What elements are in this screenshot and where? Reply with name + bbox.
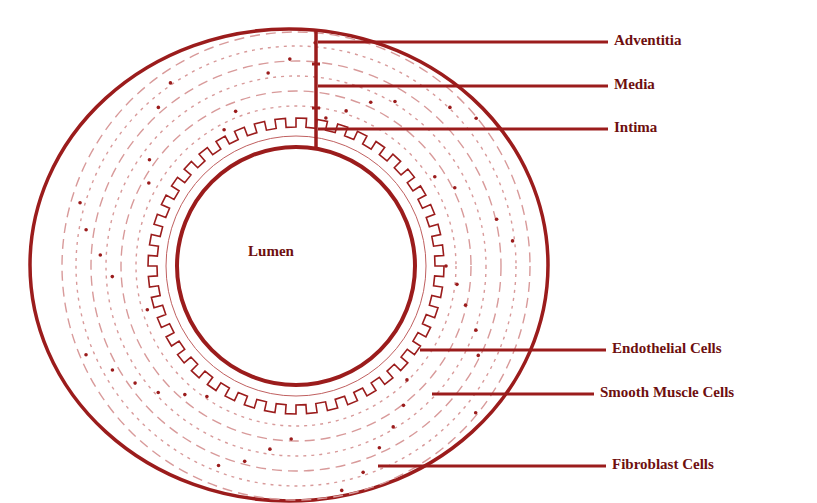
cell-dot — [289, 437, 293, 441]
elastic-lamina — [148, 118, 444, 414]
cell-dot — [268, 447, 272, 451]
leader-line — [318, 128, 608, 131]
cell-dot — [146, 308, 150, 312]
cell-dot — [243, 460, 247, 464]
cell-dot — [133, 381, 137, 385]
part-label: Intima — [612, 118, 659, 136]
leader-line — [378, 465, 606, 468]
cell-dot — [288, 57, 292, 61]
cell-dot — [455, 283, 459, 287]
media-ring — [91, 61, 501, 471]
cell-dot — [393, 100, 397, 104]
bracket-tick — [312, 63, 320, 66]
cell-dot — [324, 116, 328, 120]
layer-bracket — [314, 30, 318, 148]
cell-dot — [266, 71, 270, 75]
cell-dot — [511, 239, 515, 243]
cell-dot — [453, 186, 457, 190]
cell-dot — [169, 81, 173, 85]
lumen-circle: Lumen — [175, 145, 417, 387]
part-label: Endothelial Cells — [610, 339, 724, 357]
cell-dot — [157, 106, 161, 110]
cell-dot — [402, 404, 406, 408]
cell-dot — [234, 110, 238, 114]
leader-line — [318, 85, 608, 88]
cell-dot — [156, 391, 160, 395]
part-label: Adventitia — [612, 31, 684, 49]
cell-dot — [369, 100, 373, 104]
cell-dot — [344, 109, 348, 113]
cell-dot — [405, 378, 409, 382]
cell-dot — [183, 393, 187, 397]
region-label: Lumen — [248, 242, 294, 260]
cell-dot — [378, 446, 382, 450]
cell-dot — [147, 181, 151, 185]
leader-line — [318, 41, 608, 44]
cell-dot — [448, 106, 452, 110]
cell-dot — [464, 303, 468, 307]
lumen-outline — [175, 145, 417, 387]
adventitia-outline — [30, 29, 548, 501]
media-ring — [121, 91, 471, 441]
cell-dot — [78, 201, 82, 205]
cell-dot — [476, 354, 480, 358]
cell-dot — [84, 228, 88, 232]
cell-dot — [361, 471, 365, 475]
cell-dot — [495, 217, 499, 221]
cell-dot — [217, 464, 221, 468]
part-label: Fibroblast Cells — [610, 455, 716, 473]
cell-dot — [474, 411, 478, 415]
bracket-tick — [312, 107, 320, 110]
cell-dot — [148, 158, 152, 162]
cell-dot — [222, 128, 226, 132]
media-ring — [136, 106, 456, 426]
leader-line — [420, 349, 606, 352]
leader-line — [432, 393, 594, 396]
cell-dot — [111, 275, 115, 279]
basement-ring — [166, 136, 426, 396]
cell-dot — [84, 353, 88, 357]
cell-dot — [99, 253, 103, 257]
cell-dot — [111, 368, 115, 372]
media-ring — [76, 46, 516, 486]
cell-dot — [391, 425, 395, 429]
media-ring — [62, 32, 530, 500]
cell-dot — [340, 489, 344, 493]
cell-dot — [474, 328, 478, 332]
cell-dot — [205, 395, 209, 399]
part-label: Media — [612, 75, 657, 93]
endothelium-ring — [177, 147, 415, 385]
cell-dot — [433, 175, 437, 179]
media-ring — [106, 76, 486, 456]
cell-dot — [474, 116, 478, 120]
part-label: Smooth Muscle Cells — [598, 383, 736, 401]
